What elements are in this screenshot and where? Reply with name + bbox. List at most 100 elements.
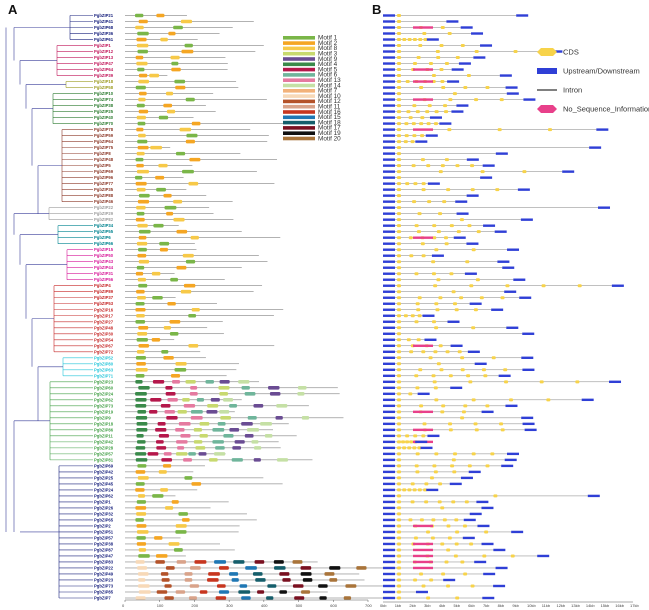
motif-box bbox=[247, 416, 257, 420]
gene-label: PgbZIP10 bbox=[94, 91, 114, 96]
motif-box bbox=[137, 295, 146, 300]
cds-exon bbox=[406, 110, 411, 114]
structure-axis-tick-label: 6kb bbox=[468, 603, 475, 608]
cds-exon bbox=[510, 554, 515, 558]
motif-box bbox=[276, 404, 288, 408]
cds-exon bbox=[435, 50, 440, 54]
motif-box bbox=[319, 596, 327, 600]
cds-exon bbox=[397, 104, 401, 108]
downstream-region bbox=[420, 446, 433, 450]
motif-box bbox=[216, 584, 226, 588]
motif-legend-label: Motif 19 bbox=[318, 130, 341, 137]
upstream-region bbox=[383, 242, 395, 245]
cds-exon bbox=[456, 230, 461, 234]
gene-label: PgbZIP16 bbox=[94, 307, 114, 312]
cds-exon bbox=[434, 398, 439, 402]
downstream-region bbox=[522, 332, 535, 335]
motif-box bbox=[165, 506, 174, 510]
downstream-region bbox=[415, 590, 428, 594]
motif-box bbox=[207, 404, 219, 408]
cds-exon bbox=[397, 398, 401, 402]
motif-box bbox=[170, 55, 180, 60]
cds-exon bbox=[438, 482, 443, 486]
cds-exon bbox=[468, 380, 473, 384]
cds-exon bbox=[440, 80, 445, 84]
cds-exon bbox=[546, 398, 551, 402]
motif-box bbox=[138, 19, 148, 24]
structure-axis-tick-label: 11kb bbox=[542, 603, 551, 608]
motif-box bbox=[229, 428, 240, 432]
cds-exon bbox=[439, 44, 444, 48]
downstream-region bbox=[449, 482, 462, 486]
downstream-region bbox=[480, 44, 493, 47]
downstream-region bbox=[520, 218, 533, 221]
downstream-region bbox=[447, 80, 460, 83]
upstream-region bbox=[383, 236, 395, 239]
motif-legend-swatch bbox=[283, 120, 315, 125]
motif-box bbox=[180, 19, 193, 24]
cds-exon bbox=[466, 374, 471, 378]
motif-box bbox=[198, 452, 207, 456]
cds-exon bbox=[444, 62, 449, 66]
downstream-region bbox=[502, 266, 515, 269]
motif-box bbox=[136, 422, 148, 426]
motif-box bbox=[282, 578, 291, 582]
motif-box bbox=[166, 211, 174, 216]
gene-label: PgbZIP4 bbox=[94, 283, 111, 288]
motif-box bbox=[135, 374, 145, 378]
motif-legend-swatch bbox=[283, 110, 315, 114]
motif-box bbox=[180, 434, 191, 438]
upstream-region bbox=[383, 128, 395, 131]
cds-exon bbox=[442, 518, 447, 522]
motif-box bbox=[166, 416, 178, 420]
downstream-region bbox=[501, 464, 514, 468]
gene-label: PgbZIP6 bbox=[94, 235, 111, 240]
gene-label: PgbZIP75 bbox=[94, 145, 114, 150]
downstream-region bbox=[517, 188, 530, 191]
motif-box bbox=[219, 392, 229, 396]
cds-exon bbox=[397, 542, 401, 546]
motif-box bbox=[158, 115, 169, 120]
motif-box bbox=[170, 374, 181, 378]
cds-exon bbox=[434, 302, 439, 306]
motif-box bbox=[252, 572, 263, 576]
upstream-region bbox=[383, 512, 395, 516]
gene-label: PgbZIP42 bbox=[94, 469, 114, 474]
upstream-region bbox=[383, 74, 395, 77]
gene-label: PgbZIP38 bbox=[94, 103, 114, 108]
motif-box bbox=[241, 596, 251, 600]
motif-axis-tick-label: 500 bbox=[296, 603, 303, 608]
motif-box bbox=[167, 301, 176, 306]
cds-exon bbox=[426, 596, 431, 600]
cds-exon bbox=[397, 308, 401, 312]
motif-box bbox=[155, 428, 167, 432]
cds-exon bbox=[474, 50, 479, 54]
cds-exon bbox=[397, 170, 401, 174]
structure-axis-tick-label: 1kb bbox=[395, 603, 402, 608]
motif-box bbox=[191, 121, 201, 126]
upstream-region bbox=[383, 92, 395, 95]
structure-legend-label: CDS bbox=[563, 48, 579, 57]
motif-box bbox=[138, 283, 148, 288]
gene-label: PgbZIP64 bbox=[94, 67, 114, 72]
gene-label: PgbZIP50 bbox=[94, 253, 114, 258]
motif-box bbox=[138, 578, 146, 582]
cds-exon bbox=[476, 230, 481, 234]
motif-box bbox=[136, 103, 145, 108]
cds-exon bbox=[405, 440, 410, 444]
upstream-region bbox=[383, 410, 395, 414]
cds-exon bbox=[407, 446, 412, 450]
motif-box bbox=[136, 211, 145, 216]
cds-exon bbox=[429, 578, 434, 582]
cds-exon bbox=[436, 56, 441, 60]
structure-legend-label: Upstream/Downstream bbox=[563, 67, 640, 76]
downstream-region bbox=[473, 56, 486, 59]
downstream-region bbox=[522, 422, 535, 426]
downstream-region bbox=[609, 380, 622, 384]
downstream-region bbox=[477, 524, 490, 528]
cds-exon bbox=[397, 374, 401, 378]
cds-exon bbox=[419, 122, 424, 126]
upstream-region bbox=[383, 440, 395, 444]
cds-exon bbox=[397, 422, 401, 426]
downstream-region bbox=[481, 542, 494, 546]
